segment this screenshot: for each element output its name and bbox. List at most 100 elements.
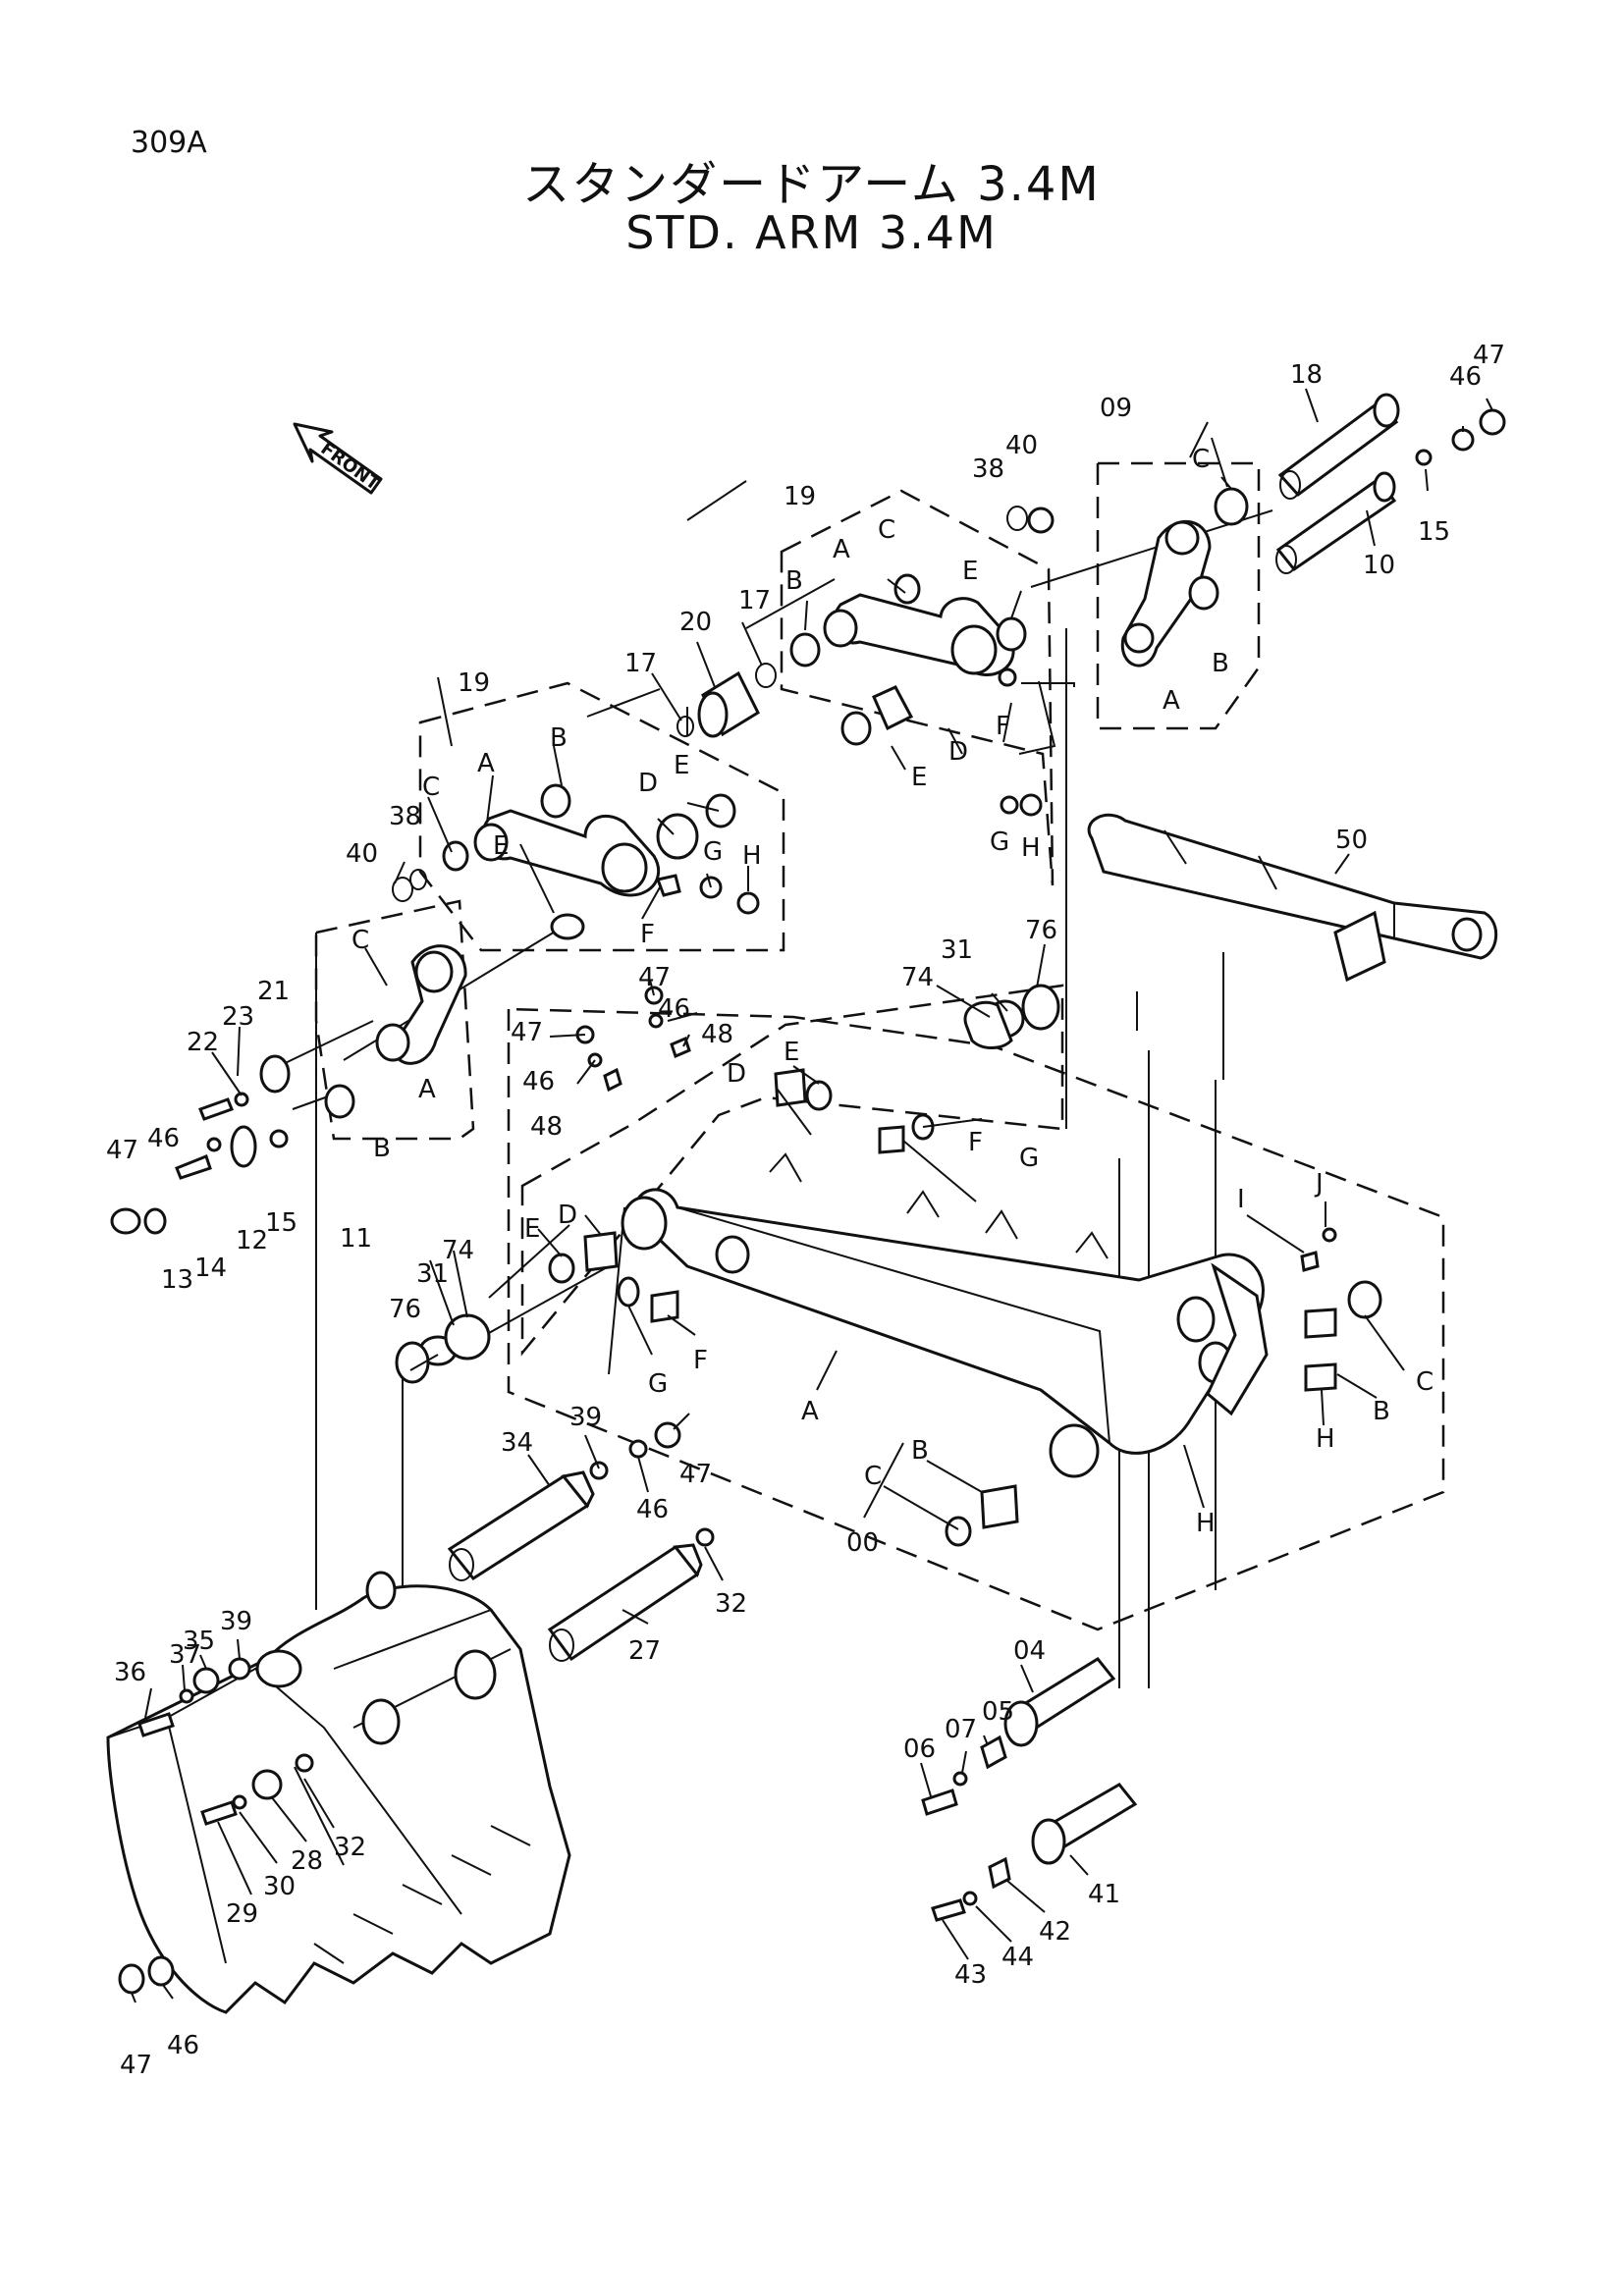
callout: 46 [636,1495,669,1524]
callout: 30 [263,1872,296,1901]
callout: 37 [169,1640,201,1670]
callout: D [638,769,658,798]
callout: 47 [511,1018,543,1047]
callout: 00 [846,1528,879,1558]
guide-lines [274,480,1273,1688]
callout: H [742,841,762,871]
callout: 39 [220,1607,252,1636]
grease-fittings-middle [575,986,691,1093]
link-11 [324,944,467,1119]
front-label: FRONT [316,438,384,495]
callout: 50 [1335,826,1368,855]
callout: 48 [530,1112,563,1142]
callout: B [1212,649,1229,678]
callout: C [864,1462,882,1491]
callout: B [785,566,803,596]
callout: F [968,1128,983,1157]
pin-34 [447,1470,595,1581]
callout: 46 [167,2031,199,2060]
callout: 74 [901,963,934,992]
callout: 06 [903,1735,936,1764]
callout: 44 [1001,1943,1034,1972]
callout: 38 [389,802,421,831]
callout: 38 [972,454,1004,484]
callout: H [1021,833,1041,863]
callout: G [648,1369,668,1399]
link-19-upper [789,506,1055,817]
callout: 47 [679,1460,712,1489]
callout: 47 [1473,341,1505,370]
callout: 20 [679,608,712,637]
callout: 05 [982,1697,1014,1727]
callout-labels: 18 46 47 09 40 38 C 15 10 19 C A B E 17 … [106,341,1505,2080]
callout: C [1192,445,1210,474]
callout: F [693,1346,708,1375]
callout: 46 [147,1124,180,1153]
cylinder-50 [1087,813,1498,983]
callout: 07 [945,1715,977,1744]
callout: 11 [340,1224,372,1254]
pin-04 [921,1657,1116,1816]
callout: 46 [522,1067,555,1096]
callout: 76 [389,1295,421,1324]
callout: E [962,557,978,586]
callout: J [1314,1169,1324,1199]
callout: 04 [1013,1636,1046,1666]
callout: 10 [1363,551,1395,580]
front-arrow-icon: FRONT [293,422,384,495]
callout: 19 [784,482,816,511]
callout: 32 [334,1833,366,1862]
page-code: 309A [131,126,207,160]
callout: 40 [1005,431,1038,460]
callout: G [703,837,723,867]
callout: 39 [569,1403,602,1432]
callout: 22 [187,1028,219,1057]
callout: E [674,751,689,780]
callout: 13 [161,1265,193,1295]
callout: 17 [738,586,771,615]
callout: 34 [501,1428,533,1458]
callout: 31 [941,935,973,965]
link-19-lower [392,783,760,940]
callout: G [1019,1144,1039,1173]
callout: 47 [638,963,671,992]
pin-18 [1277,393,1400,500]
callout: 14 [194,1254,227,1283]
arm-bushings [395,984,1382,1547]
callout: 40 [346,839,378,869]
callout: G [990,828,1009,857]
pin-41 [931,1783,1138,1922]
callout: 19 [458,668,490,698]
callout: A [833,535,850,564]
callout: D [727,1059,746,1089]
callout: A [801,1397,819,1426]
callout: 27 [628,1636,661,1666]
callout: 46 [1449,362,1482,392]
callout: 09 [1100,394,1132,423]
callout: 21 [257,977,290,1006]
pin-20 [676,663,777,738]
callout: 15 [1418,517,1450,547]
callout: 47 [120,2051,152,2080]
pin-27 [547,1543,703,1662]
fittings-top-right [1415,408,1506,466]
callout: 36 [114,1658,146,1687]
callout: C [352,926,369,955]
callout: D [558,1201,577,1230]
callout: C [878,515,895,545]
bucket [106,1571,571,2014]
callout: 46 [658,994,690,1024]
callout: B [373,1134,391,1163]
callout: 35 [183,1627,215,1656]
pin-10 [1275,471,1397,574]
callout: 48 [701,1020,733,1049]
callout: 76 [1025,916,1057,945]
callout: E [493,831,509,861]
callout: H [1316,1424,1335,1454]
callout: 18 [1290,360,1323,390]
callout: 47 [106,1136,138,1165]
callout: 17 [624,649,657,678]
link-09 [1120,487,1249,667]
